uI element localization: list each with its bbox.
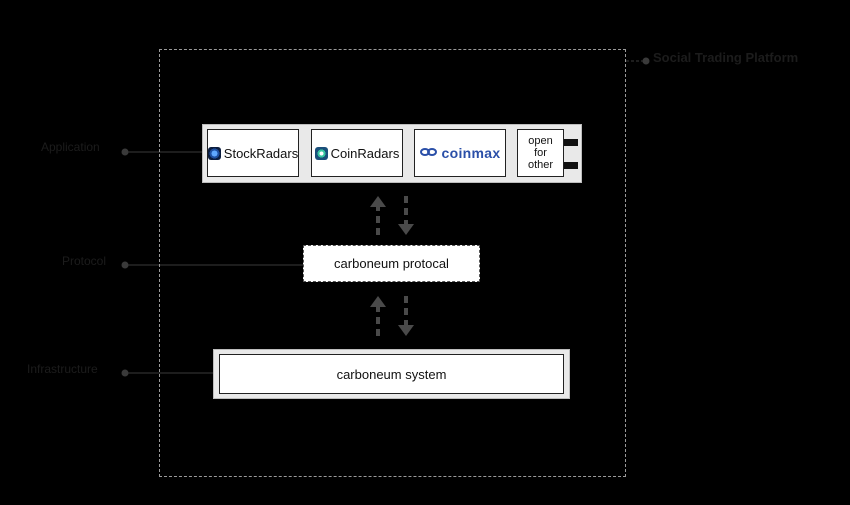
system-box: carboneum system — [219, 354, 564, 394]
platform-connector-dot — [642, 57, 650, 65]
protocol-box: carboneum protocal — [303, 245, 480, 282]
plug-tab-lower — [564, 162, 578, 169]
protocol-label: carboneum protocal — [334, 256, 449, 271]
coinradars-logo-icon — [314, 146, 328, 160]
infrastructure-connector-dot — [121, 369, 129, 377]
app-card-stockradars: StockRadars — [207, 129, 299, 177]
app-name: StockRadars — [223, 145, 299, 161]
application-layer-label: Application — [41, 140, 100, 154]
platform-boundary — [159, 49, 626, 477]
open-slot-line: for — [534, 147, 547, 159]
app-name: CoinRadars — [330, 145, 400, 161]
infrastructure-layer-label: Infrastructure — [27, 362, 98, 376]
protocol-layer-label: Protocol — [62, 254, 107, 268]
app-card-coinradars: CoinRadars — [311, 129, 403, 177]
open-slot-line: other — [527, 159, 554, 171]
app-card-open-slot: open for other — [517, 129, 564, 177]
coinmax-logo-icon — [419, 148, 438, 158]
application-connector-dot — [121, 148, 129, 156]
plug-tab-upper — [564, 139, 578, 146]
platform-label: Social Trading Platform — [653, 50, 799, 65]
open-slot-line: open — [528, 135, 553, 147]
app-name: coinmax — [441, 145, 501, 161]
stockradars-logo-icon — [207, 146, 221, 160]
system-label: carboneum system — [336, 366, 447, 382]
app-card-coinmax: coinmax — [414, 129, 506, 177]
protocol-connector-dot — [121, 261, 129, 269]
